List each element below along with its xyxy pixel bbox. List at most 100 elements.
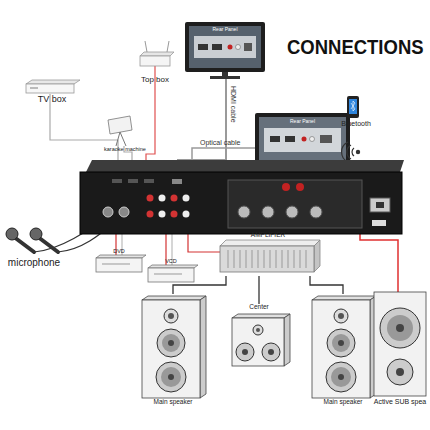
device-node: TV box — [20, 76, 84, 110]
top-box-icon-part — [140, 52, 174, 56]
cable-label: Optical cable — [200, 139, 240, 146]
node-label: Rear Panel — [185, 27, 265, 32]
tv-monitor-part — [302, 137, 307, 142]
tv-monitor-part — [185, 22, 265, 72]
karaoke-processor-unit-part — [112, 179, 122, 183]
center-speaker-icon-part — [262, 343, 280, 361]
tv-box-icon-part — [26, 84, 74, 93]
center-speaker-icon-part — [232, 314, 290, 318]
subwoofer-icon-part — [374, 292, 426, 396]
wireless-waves-part — [347, 145, 351, 159]
cable-label: HDMI cable — [230, 86, 237, 123]
karaoke-processor-unit-part — [262, 206, 274, 218]
tv-box-icon-part — [26, 80, 80, 84]
main-speaker-icon-part — [312, 296, 376, 300]
bluetooth-phone — [347, 96, 359, 118]
tv-monitor-part — [255, 113, 350, 165]
subwoofer-icon-part — [380, 308, 420, 348]
speaker-wire — [310, 276, 343, 294]
karaoke-processor-unit-part — [172, 179, 182, 184]
tv-monitor-part — [264, 128, 341, 152]
bluetooth-phone-part — [351, 101, 355, 111]
wireless-waves-part — [342, 142, 348, 162]
wireless-waves-part — [352, 148, 354, 156]
amplifier-icon-part — [314, 240, 320, 272]
speaker-node: Main speaker — [138, 294, 208, 410]
subwoofer-icon-part — [396, 324, 404, 332]
tv-monitor-part — [285, 136, 295, 142]
node-label: microphone — [2, 258, 66, 268]
main-speaker-icon-part — [164, 309, 178, 323]
disc-player-icon — [96, 255, 198, 282]
disc-player-icon-part — [102, 264, 130, 265]
karaoke-processor-unit-part — [376, 202, 384, 208]
main-speaker-icon-part — [168, 340, 174, 346]
tv-monitor-part — [222, 72, 228, 76]
karaoke-machine-icon-part — [116, 132, 120, 146]
center-speaker-icon-part — [253, 325, 263, 335]
tv-node: Rear Panel — [185, 22, 265, 80]
node-label: Rear Panel — [255, 119, 350, 124]
bluetooth-phone-part — [347, 96, 359, 118]
center-speaker-icon — [232, 314, 290, 366]
karaoke-processor-unit-part — [103, 207, 113, 217]
karaoke-processor-unit-part — [147, 195, 154, 202]
main-speaker-icon-part — [334, 309, 348, 323]
karaoke-processor-unit-part — [171, 211, 178, 218]
main-speaker-icon-part — [162, 334, 180, 352]
main-speaker-icon-part — [200, 296, 206, 398]
cable-wire-part — [360, 228, 398, 292]
tv-monitor-part — [210, 76, 240, 79]
node-label: VCD — [146, 259, 196, 265]
center-speaker-icon-part — [236, 343, 254, 361]
karaoke-machine-icon — [108, 116, 132, 146]
device-node: microphone — [2, 224, 66, 274]
tv-monitor-part — [270, 136, 280, 142]
main-speaker-icon-part — [168, 374, 174, 380]
karaoke-processor-unit-part — [310, 206, 322, 218]
tv-monitor-part — [310, 137, 315, 142]
tv-box-icon — [26, 80, 80, 93]
karaoke-processor-unit-part — [296, 183, 304, 191]
disc-player-icon-part — [96, 258, 142, 272]
karaoke-processor-unit — [80, 160, 404, 234]
node-label: Center — [228, 304, 290, 311]
device-node: VCD — [146, 257, 196, 285]
main-speaker-icon-part — [326, 362, 356, 392]
top-box-icon — [140, 41, 174, 66]
main-speaker-icon-part — [157, 329, 185, 357]
main-speaker-icon-part — [312, 300, 370, 398]
disc-player-icon-part — [96, 255, 146, 258]
wireless-waves-part — [356, 150, 359, 153]
node-label: Main speaker — [308, 399, 378, 406]
tv-box-icon-part — [30, 87, 38, 89]
device-node: karaoke machine — [98, 114, 152, 156]
speaker-wire — [258, 276, 259, 304]
amplifier-node: AMPLIFIER — [216, 232, 320, 276]
node-label: Bluetooth — [336, 120, 376, 127]
main-speaker-icon-part — [332, 334, 350, 352]
karaoke-processor-unit-part — [228, 180, 362, 228]
device-node: Top box — [133, 44, 177, 88]
main-speaker-icon-part — [327, 329, 355, 357]
main-speaker-icon — [312, 296, 376, 398]
tv-monitor-part — [194, 36, 256, 58]
speaker-wire — [173, 276, 226, 294]
speaker-node: Main speaker — [308, 294, 378, 410]
main-speaker-icon-part — [142, 300, 200, 398]
karaoke-processor-unit-part — [282, 183, 290, 191]
microphone-icon-part — [30, 228, 42, 240]
amplifier-icon-part — [220, 246, 314, 272]
karaoke-processor-unit-part — [286, 206, 298, 218]
main-speaker-icon-part — [161, 367, 181, 387]
node-label: AMPLIFIER — [216, 232, 320, 239]
tv-monitor-part — [212, 44, 222, 50]
tv-monitor-part — [198, 44, 208, 50]
microphone-icon-part — [6, 228, 18, 240]
center-speaker-icon-part — [268, 349, 274, 355]
device-node: Bluetooth — [336, 92, 376, 132]
disc-player-icon-part — [148, 268, 194, 282]
top-box-icon-part — [145, 41, 147, 52]
center-speaker-icon-part — [232, 318, 284, 366]
